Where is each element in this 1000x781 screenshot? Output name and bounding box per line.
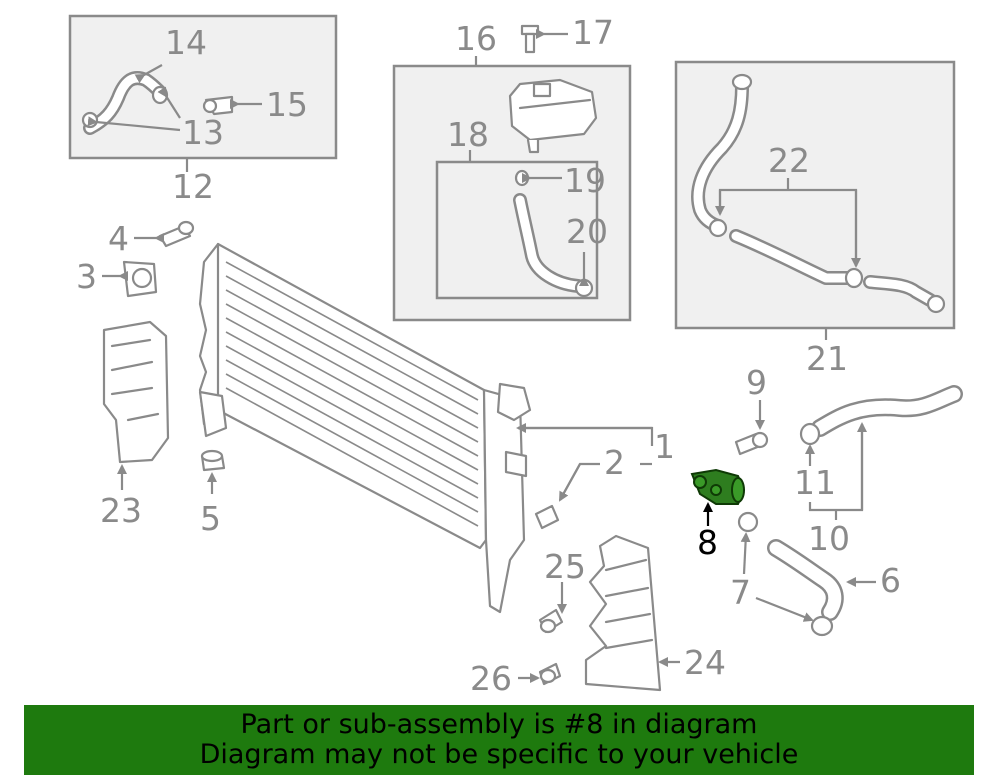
callout-9: 9 [746, 363, 767, 402]
callout-5: 5 [200, 499, 221, 538]
callout-18: 18 [447, 115, 489, 154]
callout-24: 24 [684, 643, 726, 682]
nut-5 [200, 449, 226, 494]
insulator-3 [102, 260, 158, 298]
callout-21: 21 [806, 339, 848, 378]
callout-2: 2 [604, 443, 625, 482]
callout-15: 15 [266, 85, 308, 124]
callout-20: 20 [566, 212, 608, 251]
callout-17: 17 [572, 13, 614, 52]
callout-4: 4 [108, 219, 129, 258]
callout-22: 22 [768, 141, 810, 180]
hose-10 [799, 385, 963, 520]
callout-3: 3 [76, 257, 97, 296]
callout-13: 13 [182, 113, 224, 152]
bolt-4 [134, 220, 195, 248]
callout-7: 7 [730, 573, 751, 612]
group-box-12 [68, 14, 338, 172]
group-box-21 [674, 60, 956, 340]
hose-6 [737, 511, 876, 637]
callout-11: 11 [794, 463, 836, 502]
callout-25: 25 [544, 547, 586, 586]
bolt-17 [520, 24, 568, 54]
callout-19: 19 [564, 161, 606, 200]
bolt-25 [538, 582, 567, 634]
callout-14: 14 [165, 23, 207, 62]
radiator [198, 242, 654, 614]
radiator-core-fins [225, 261, 479, 527]
drain-plug-2 [534, 462, 652, 530]
callout-6: 6 [880, 561, 901, 600]
callout-26: 26 [470, 659, 512, 698]
callout-10: 10 [808, 519, 850, 558]
banner-line-2: Diagram may not be specific to your vehi… [199, 739, 799, 770]
callout-8: 8 [697, 523, 718, 562]
bolt-26 [518, 662, 562, 686]
callout-12: 12 [172, 167, 214, 206]
air-guide-24 [584, 534, 680, 692]
highlighted-part-8 [690, 468, 746, 526]
callout-1: 1 [654, 427, 675, 466]
group-box-16 [392, 56, 632, 322]
info-banner: Part or sub-assembly is #8 in diagram Di… [24, 705, 974, 775]
deflector-23 [102, 320, 170, 490]
callout-23: 23 [100, 491, 142, 530]
callout-16: 16 [455, 19, 497, 58]
bolt-9 [734, 400, 769, 456]
banner-line-1: Part or sub-assembly is #8 in diagram [240, 709, 758, 740]
